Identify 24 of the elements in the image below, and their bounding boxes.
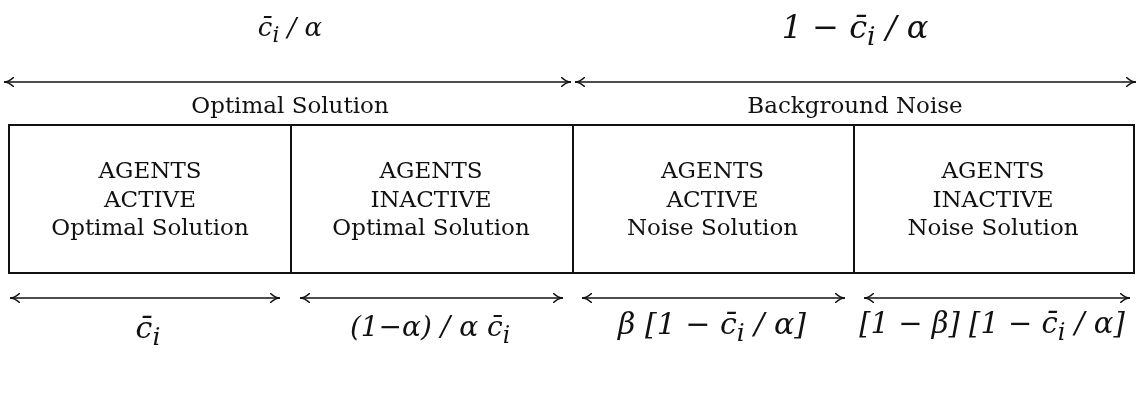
box-text: INACTIVE [370, 184, 492, 214]
section-label: Optimal Solution [191, 92, 389, 118]
box-text: AGENTS [379, 155, 483, 185]
text-box [290, 124, 574, 274]
text-box [572, 124, 855, 274]
math-label: [1 − β] [1 − c̄$_{i}$ / α] [859, 306, 1125, 346]
math-label: β [1 − c̄$_{i}$ / α] [618, 306, 806, 347]
box-text: Optimal Solution [51, 213, 249, 243]
math-label: c̄$_{i}$ / α [257, 12, 323, 48]
box-text: AGENTS [941, 155, 1045, 185]
box-text: AGENTS [98, 155, 202, 185]
math-label: (1−α) / α c̄$_{i}$ [349, 310, 511, 349]
text-box [8, 124, 292, 274]
text-box [853, 124, 1135, 274]
section-label: Background Noise [747, 92, 963, 118]
box-text: Noise Solution [907, 213, 1079, 243]
math-label: 1 − c̄$_{i}$ / α [781, 8, 929, 52]
box-text: ACTIVE [666, 184, 759, 214]
math-label: c̄$_{i}$ [135, 310, 161, 351]
box-text: Noise Solution [626, 213, 799, 243]
box-text: ACTIVE [103, 184, 196, 214]
box-text: AGENTS [661, 155, 764, 185]
box-text: Optimal Solution [332, 213, 530, 243]
box-text: INACTIVE [932, 184, 1054, 214]
